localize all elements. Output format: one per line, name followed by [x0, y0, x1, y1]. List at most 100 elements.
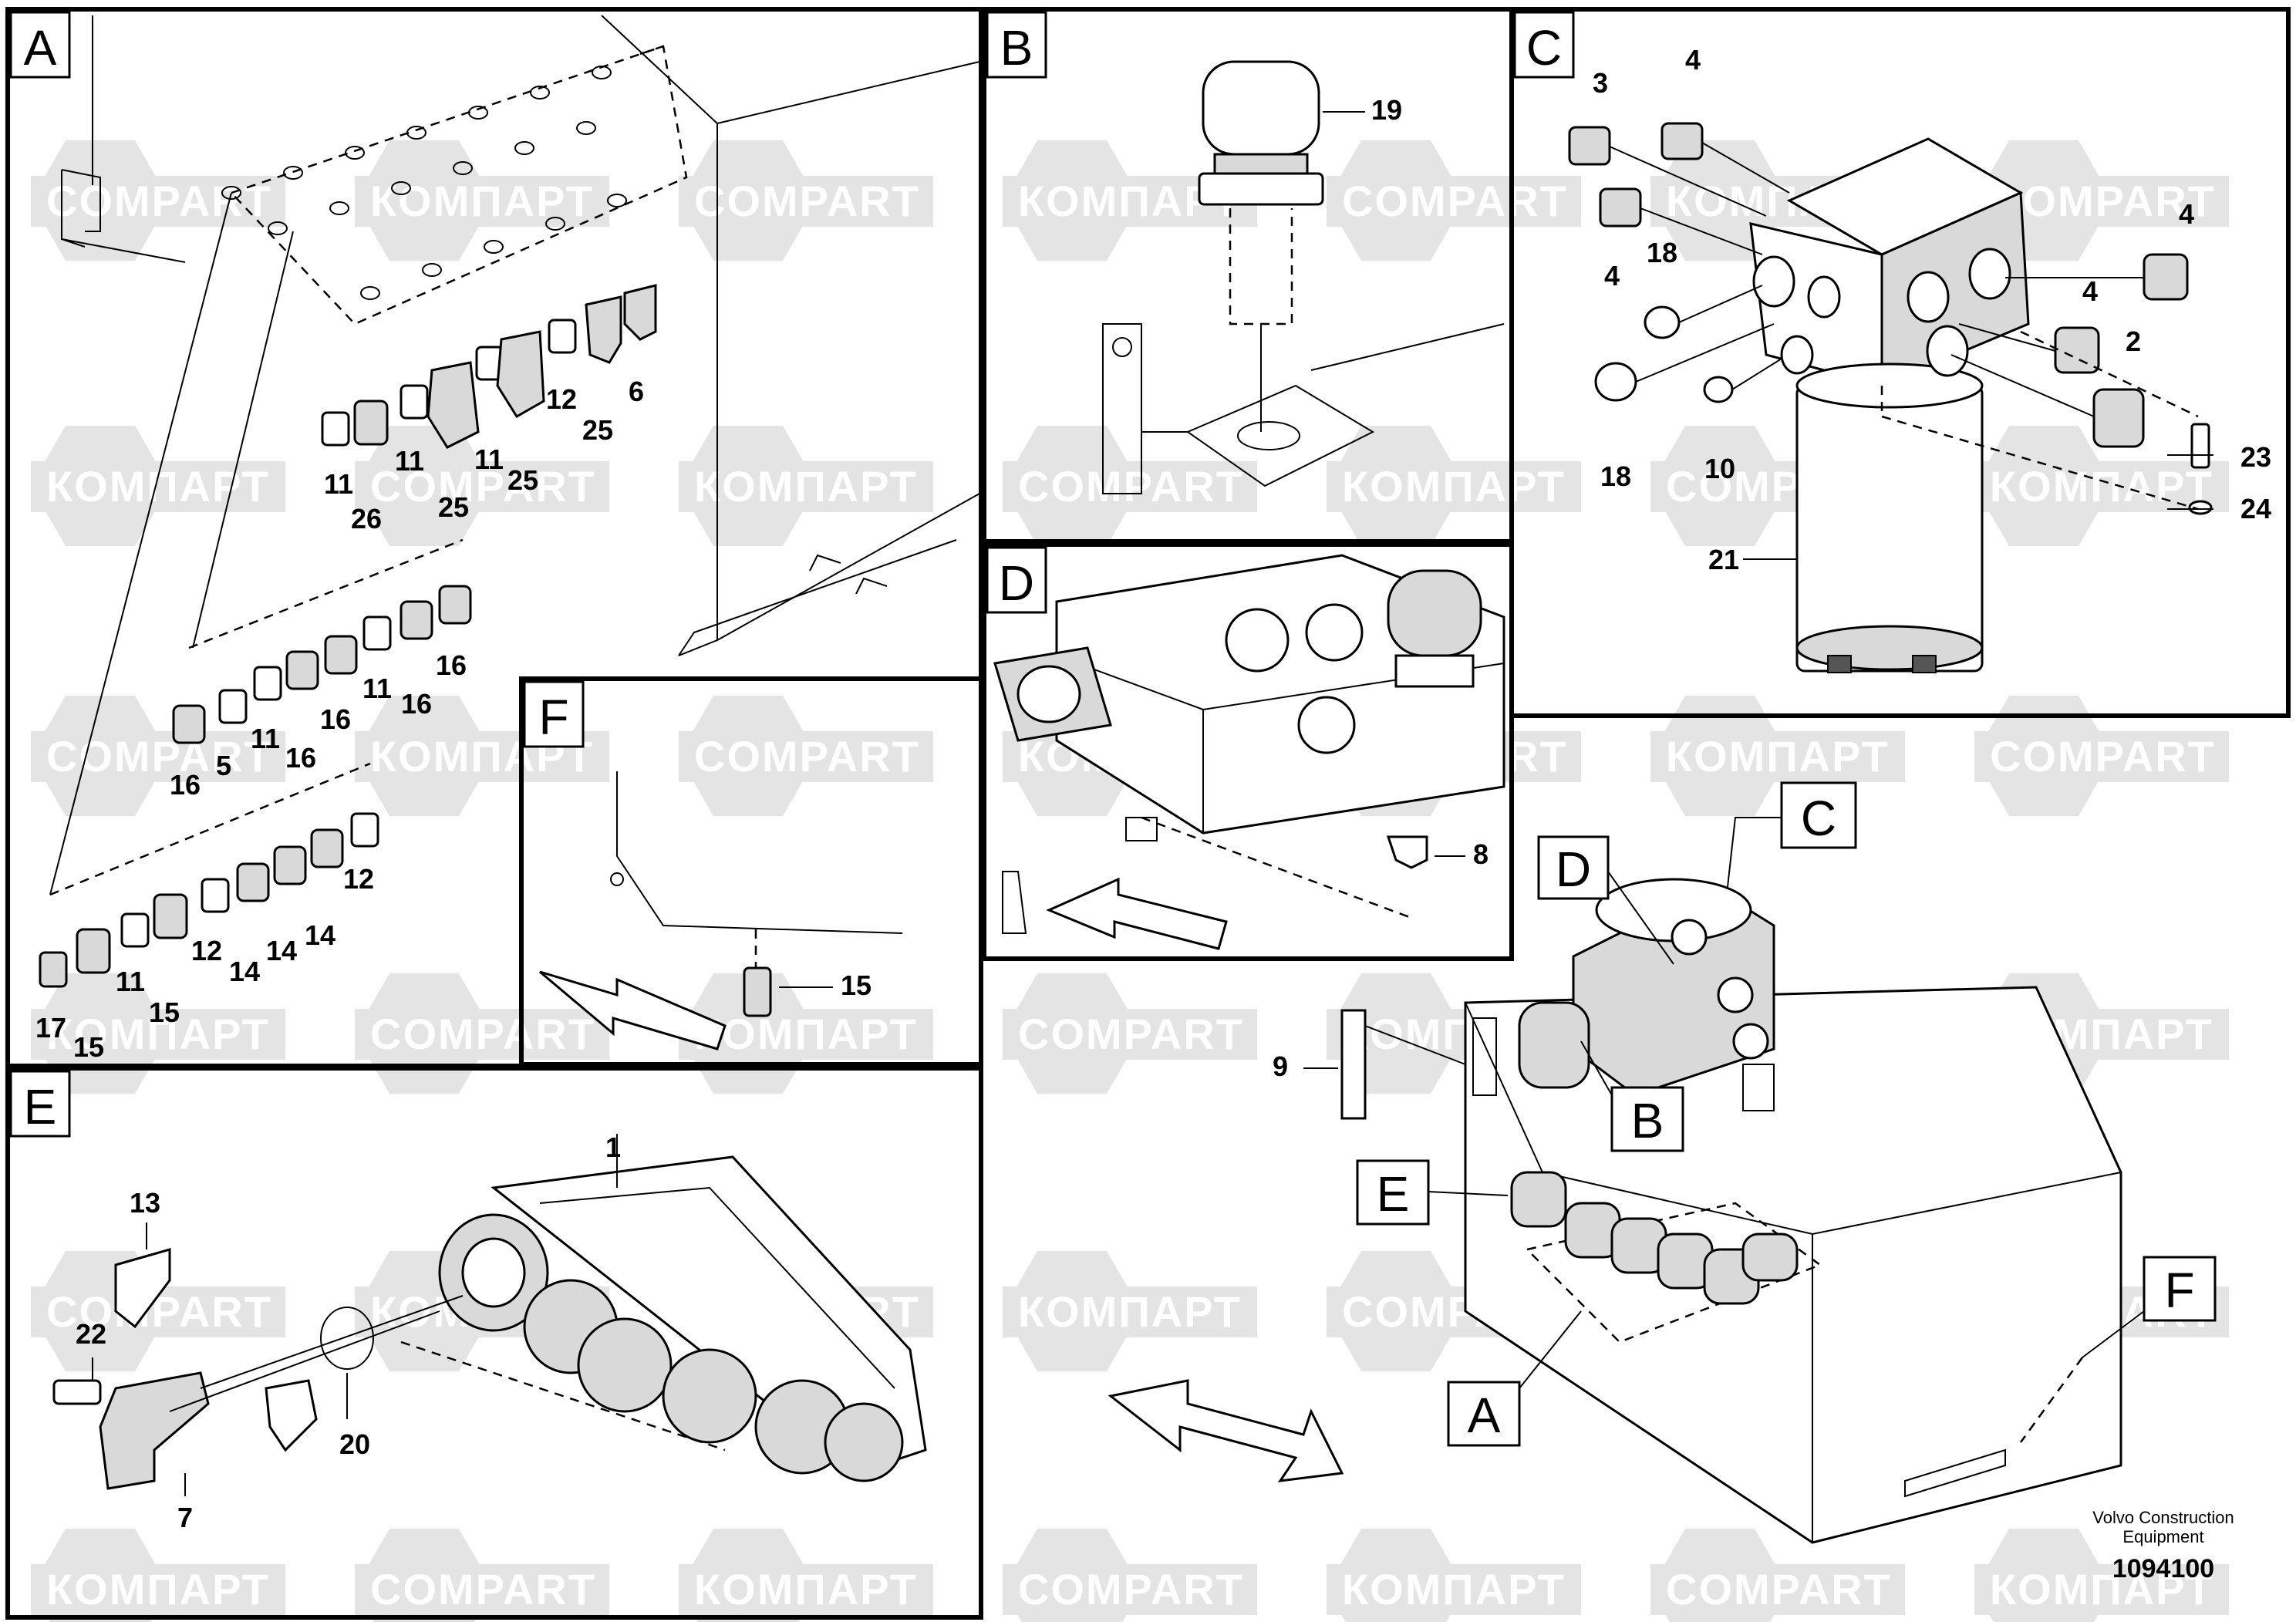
watermark-text: COMPART — [1018, 462, 1244, 511]
part-label: 16 — [436, 649, 467, 681]
section-E-tag: E — [9, 1070, 71, 1138]
watermark-band — [1974, 1564, 2229, 1615]
watermark-band — [31, 731, 285, 782]
overview-drawing: C D B E A F — [1108, 781, 2217, 1544]
watermark-band — [1003, 1286, 1257, 1337]
watermark-text: COMPART — [1018, 1010, 1244, 1058]
watermark-text: COMPART — [46, 732, 272, 781]
watermark-band — [31, 176, 285, 227]
drawing-footer: Volvo Construction Equipment 1094100 — [2092, 1508, 2234, 1583]
part-label: 14 — [229, 956, 260, 987]
part-label: 16 — [401, 688, 432, 720]
watermark-text: КОМПАРТ — [1342, 1565, 1566, 1614]
part-label: 4 — [2179, 198, 2194, 230]
part-label: 15 — [149, 996, 180, 1028]
watermark-text: КОМПАРТ — [46, 1010, 270, 1058]
part-label: 25 — [582, 414, 613, 446]
watermark-band — [31, 1009, 285, 1060]
company-line-1: Volvo Construction — [2092, 1508, 2234, 1527]
part-label: 9 — [1273, 1050, 1288, 1082]
part-label: 3 — [1593, 67, 1608, 99]
part-label: 16 — [320, 703, 351, 735]
section-label: B — [1000, 20, 1033, 76]
watermark-text: КОМПАРТ — [1990, 462, 2213, 511]
watermark-band — [679, 1564, 933, 1615]
part-label: 11 — [251, 723, 280, 754]
part-labels-c: 3 4 4 18 4 4 2 18 10 23 24 21 — [1593, 44, 2271, 575]
section-D-tag: D — [986, 546, 1047, 614]
part-label: 11 — [395, 445, 424, 477]
drawing-number: 1094100 — [2112, 1554, 2214, 1583]
watermark-text: COMPART — [1666, 1565, 1892, 1614]
watermark-text: COMPART — [694, 177, 920, 225]
part-label: 21 — [1708, 544, 1739, 575]
part-labels-a: 11 26 11 25 11 25 12 25 6 16 5 11 16 16 … — [35, 376, 644, 1063]
part-label: 17 — [35, 1012, 66, 1044]
watermark-band — [1327, 461, 1581, 512]
part-label: 11 — [362, 673, 392, 704]
part-label: 12 — [546, 383, 577, 415]
part-label: 13 — [130, 1187, 160, 1219]
watermark-band — [1003, 1009, 1257, 1060]
section-B-tag: B — [986, 11, 1047, 79]
watermark-band — [355, 176, 609, 227]
section-A-tag: A — [9, 11, 71, 79]
watermark-band — [1974, 731, 2229, 782]
part-label: 1 — [605, 1131, 621, 1163]
part-label: 14 — [305, 919, 335, 951]
panel-d-drawing — [993, 554, 1505, 950]
part-labels-d: 8 — [1473, 838, 1489, 870]
part-label: 4 — [1604, 260, 1620, 292]
part-labels-f: 15 — [841, 969, 872, 1001]
part-label: 4 — [1685, 44, 1701, 76]
watermark-band — [1650, 731, 1905, 782]
overview-callout: A — [1468, 1388, 1501, 1443]
section-label: E — [24, 1079, 57, 1135]
section-label: F — [538, 690, 568, 745]
watermark-text: КОМПАРТ — [694, 1010, 918, 1058]
watermark-band — [1003, 461, 1257, 512]
part-label: 10 — [1704, 453, 1735, 484]
part-label: 24 — [2240, 493, 2271, 524]
overview-callout: D — [1556, 841, 1591, 897]
watermark-band — [1327, 1564, 1581, 1615]
watermark-text: КОМПАРТ — [1666, 732, 1890, 781]
part-label: 19 — [1371, 94, 1402, 126]
panel-f-drawing — [539, 771, 903, 1050]
section-label: A — [24, 20, 57, 76]
watermark-text: КОМПАРТ — [1990, 1565, 2213, 1614]
part-label: 15 — [73, 1031, 104, 1063]
company-line-2: Equipment — [2122, 1527, 2203, 1546]
section-label: C — [1526, 20, 1562, 76]
part-label: 12 — [343, 863, 374, 895]
part-label: 2 — [2126, 325, 2141, 357]
part-label: 22 — [76, 1318, 106, 1350]
watermark-text: КОМПАРТ — [1018, 1287, 1242, 1336]
watermark-text: COMPART — [1342, 177, 1568, 225]
watermark-text: COMPART — [1990, 732, 2216, 781]
part-label: 6 — [629, 376, 644, 407]
watermark-band — [1650, 1564, 1905, 1615]
part-label: 18 — [1600, 460, 1631, 492]
part-label: 23 — [2240, 441, 2271, 473]
part-label: 12 — [191, 935, 222, 966]
part-label: 8 — [1473, 838, 1489, 870]
part-label: 7 — [177, 1502, 193, 1533]
part-label: 14 — [266, 935, 297, 966]
part-label: 16 — [285, 742, 316, 774]
part-label: 11 — [324, 468, 353, 500]
overview-callout: C — [1801, 791, 1836, 846]
watermark-band — [355, 1564, 609, 1615]
part-label: 5 — [216, 750, 231, 781]
watermark-band — [679, 731, 933, 782]
overview-callout: B — [1631, 1093, 1664, 1148]
panel-b-drawing — [1102, 60, 1505, 494]
watermark-text: COMPART — [1018, 1565, 1244, 1614]
part-label: 11 — [474, 443, 504, 475]
part-label: 25 — [507, 464, 538, 496]
watermark-text: КОМПАРТ — [1342, 462, 1566, 511]
watermark-band — [355, 1009, 609, 1060]
watermark-text: COMPART — [1990, 177, 2216, 225]
part-label: 16 — [170, 769, 201, 801]
watermark-text: COMPART — [370, 462, 596, 511]
